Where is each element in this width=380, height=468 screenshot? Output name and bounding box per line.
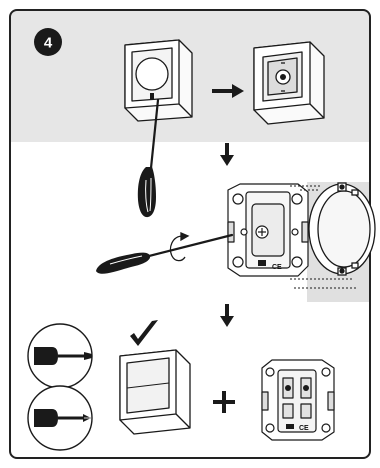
switch-mechanism	[262, 360, 334, 440]
flathead-tip-detail	[28, 324, 92, 388]
switch-without-knob	[254, 42, 324, 124]
indicator-slot	[150, 93, 154, 99]
switch-knob	[136, 58, 168, 90]
step-number: 4	[44, 35, 53, 52]
ce-mark: CE	[299, 425, 309, 432]
switch-with-knob	[125, 40, 192, 121]
ce-mark: CE	[272, 264, 282, 271]
junction-box	[309, 183, 375, 275]
rocker-switch	[120, 350, 190, 434]
step-badge: 4	[34, 28, 62, 56]
mounting-plate	[228, 184, 308, 276]
phillips-tip-detail	[28, 386, 92, 450]
